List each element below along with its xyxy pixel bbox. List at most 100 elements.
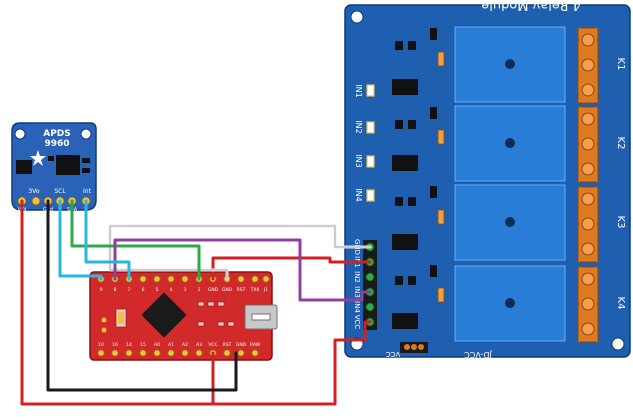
relay-coil-dot	[505, 59, 515, 69]
arduino-bottom-label: RST	[223, 342, 232, 348]
arduino-pin-tx0[interactable]	[251, 275, 259, 283]
arduino-bottom-label: RAW	[250, 342, 261, 348]
apds9960-sensor: APDS 9960 VIN 3Vo Gnd SCL SDA Int	[11, 122, 97, 213]
screw-terminals	[577, 27, 599, 343]
arduino-pin-rst[interactable]	[237, 275, 245, 283]
arduino-top-label: 5	[156, 287, 159, 293]
arduino-pin-3[interactable]	[181, 275, 189, 283]
mounting-hole	[611, 337, 625, 351]
arduino-pin-gnd-3[interactable]	[237, 349, 245, 357]
arduino-top-label: RST	[237, 287, 246, 293]
arduino-bottom-label: A2	[182, 342, 188, 348]
jumper-pin[interactable]	[418, 344, 424, 350]
arduino-pin-15[interactable]	[139, 349, 147, 357]
arduino-pin-j1[interactable]	[262, 275, 270, 283]
arduino-top-label: J1	[263, 287, 268, 293]
sensor-regulator	[16, 160, 32, 174]
arduino-top-pins	[97, 275, 270, 283]
sensor-pin-3vo[interactable]	[31, 196, 41, 206]
relay-coil-dot	[505, 138, 515, 148]
terminal-screw	[581, 137, 595, 151]
smd-part	[82, 168, 90, 173]
arduino-pin-4[interactable]	[167, 275, 175, 283]
mounting-hole	[350, 10, 364, 24]
jumper-pin[interactable]	[404, 344, 410, 350]
smd-part	[82, 158, 90, 163]
arduino-pin-a3[interactable]	[195, 349, 203, 357]
wires	[20, 199, 372, 406]
terminal-screw	[581, 162, 595, 176]
terminal-screw	[581, 217, 595, 231]
optocoupler	[392, 79, 418, 95]
adafruit-logo	[30, 150, 46, 166]
terminal-screw	[581, 83, 595, 97]
arduino-top-labels: 9 8 7 6 5 4 3 2 GND GND RST TX0 J1	[100, 287, 269, 293]
jumper-label: JD-VCC	[464, 350, 493, 359]
terminal-screw	[581, 192, 595, 206]
arduino-bottom-label: GND	[236, 342, 247, 348]
crystal	[118, 312, 124, 324]
relay-k4	[454, 265, 566, 342]
arduino-pin-6[interactable]	[139, 275, 147, 283]
wire-gnd-white-outline	[109, 225, 371, 280]
jumper-pin[interactable]	[411, 344, 417, 350]
sensor-pin-label-int: Int	[83, 188, 92, 195]
led-in2	[366, 121, 375, 134]
arduino-top-label: 8	[114, 287, 117, 293]
arduino-bottom-label: A3	[196, 342, 202, 348]
arduino-pin-rst-2[interactable]	[223, 349, 231, 357]
arduino-bottom-label: 16	[112, 342, 118, 348]
atmega-chip	[141, 292, 187, 338]
wire-gnd-white	[108, 224, 372, 281]
status-leds	[366, 84, 375, 202]
arduino-top-label: 4	[170, 287, 173, 293]
diodes	[437, 51, 445, 303]
diode	[437, 287, 445, 303]
relay-label-k4: K4	[615, 297, 626, 310]
sensor-name: APDS	[43, 129, 71, 139]
arduino-pro-micro: 9 8 7 6 5 4 3 2 GND GND RST TX0 J1	[89, 271, 278, 361]
led	[101, 327, 107, 333]
arduino-pin-a2[interactable]	[181, 349, 189, 357]
smd-components	[395, 28, 437, 285]
header-label-in4: IN4	[353, 301, 361, 313]
arduino-pin-14[interactable]	[125, 349, 133, 357]
arduino-bottom-label: 14	[126, 342, 132, 348]
wire-int-cyan	[84, 199, 131, 281]
mounting-hole	[80, 128, 92, 140]
arduino-top-label: 9	[100, 287, 103, 293]
terminal-screw	[581, 58, 595, 72]
arduino-pin-5[interactable]	[153, 275, 161, 283]
relay-module: 4 Relay Module	[344, 0, 631, 359]
relay-coil-dot	[505, 298, 515, 308]
optocoupler	[392, 313, 418, 329]
led-in3	[366, 155, 375, 168]
diode	[437, 51, 445, 67]
arduino-bottom-label: VCC	[208, 342, 217, 348]
optocoupler	[392, 234, 418, 250]
label-in3: IN3	[354, 154, 363, 167]
terminal-screw	[581, 322, 595, 336]
arduino-pin-raw[interactable]	[251, 349, 259, 357]
wire-gnd-black	[46, 199, 238, 392]
arduino-pin-a1[interactable]	[167, 349, 175, 357]
arduino-pin-a0[interactable]	[153, 349, 161, 357]
led-in4	[366, 189, 375, 202]
led	[101, 317, 107, 323]
arduino-pin-16[interactable]	[111, 349, 119, 357]
header-pin-in4[interactable]	[365, 302, 375, 312]
wire-red-in1	[211, 256, 372, 281]
wire-vcc-red	[20, 199, 372, 406]
relay-k2	[454, 105, 566, 182]
arduino-pin-10[interactable]	[97, 349, 105, 357]
arduino-top-label: 6	[142, 287, 145, 293]
relay-label-k2: K2	[615, 137, 626, 150]
sensor-pin-label-3vo: 3Vo	[28, 188, 39, 195]
sensor-pin-label-scl: SCL	[54, 188, 66, 195]
led-in1	[366, 84, 375, 97]
mounting-hole	[14, 128, 26, 140]
terminal-screw	[581, 33, 595, 47]
header-pin-in2[interactable]	[365, 272, 375, 282]
